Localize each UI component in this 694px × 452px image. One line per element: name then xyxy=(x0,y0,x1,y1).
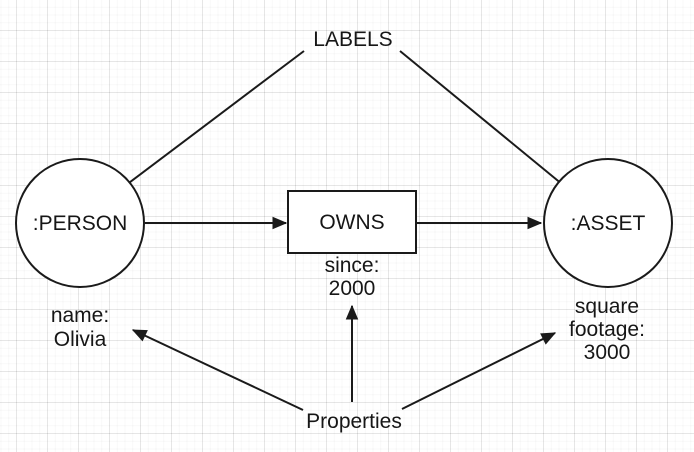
asset-node-circle xyxy=(543,158,673,288)
person-property-line1: name: xyxy=(51,304,109,327)
asset-property-line3: 3000 xyxy=(584,341,631,364)
owns-property-line2: 2000 xyxy=(329,277,376,300)
edge-labels-to-asset-arrow xyxy=(399,50,585,203)
asset-node-label: :ASSET xyxy=(571,212,646,235)
asset-property-line1: square xyxy=(575,295,639,318)
edge-properties-to-name-arrow xyxy=(133,329,304,411)
owns-property-line1: since: xyxy=(325,254,380,277)
properties-annotation: Properties xyxy=(306,410,402,433)
owns-relationship-box xyxy=(287,190,417,254)
owns-relationship-label: OWNS xyxy=(319,211,384,234)
person-property-line2: Olivia xyxy=(54,328,107,351)
labels-annotation: LABELS xyxy=(313,28,392,51)
asset-property-line2: footage: xyxy=(569,318,645,341)
edge-properties-to-footage-arrow xyxy=(401,332,555,410)
person-node-circle xyxy=(15,158,145,288)
edge-labels-to-person-arrow xyxy=(101,50,305,205)
person-node-label: :PERSON xyxy=(33,212,128,235)
